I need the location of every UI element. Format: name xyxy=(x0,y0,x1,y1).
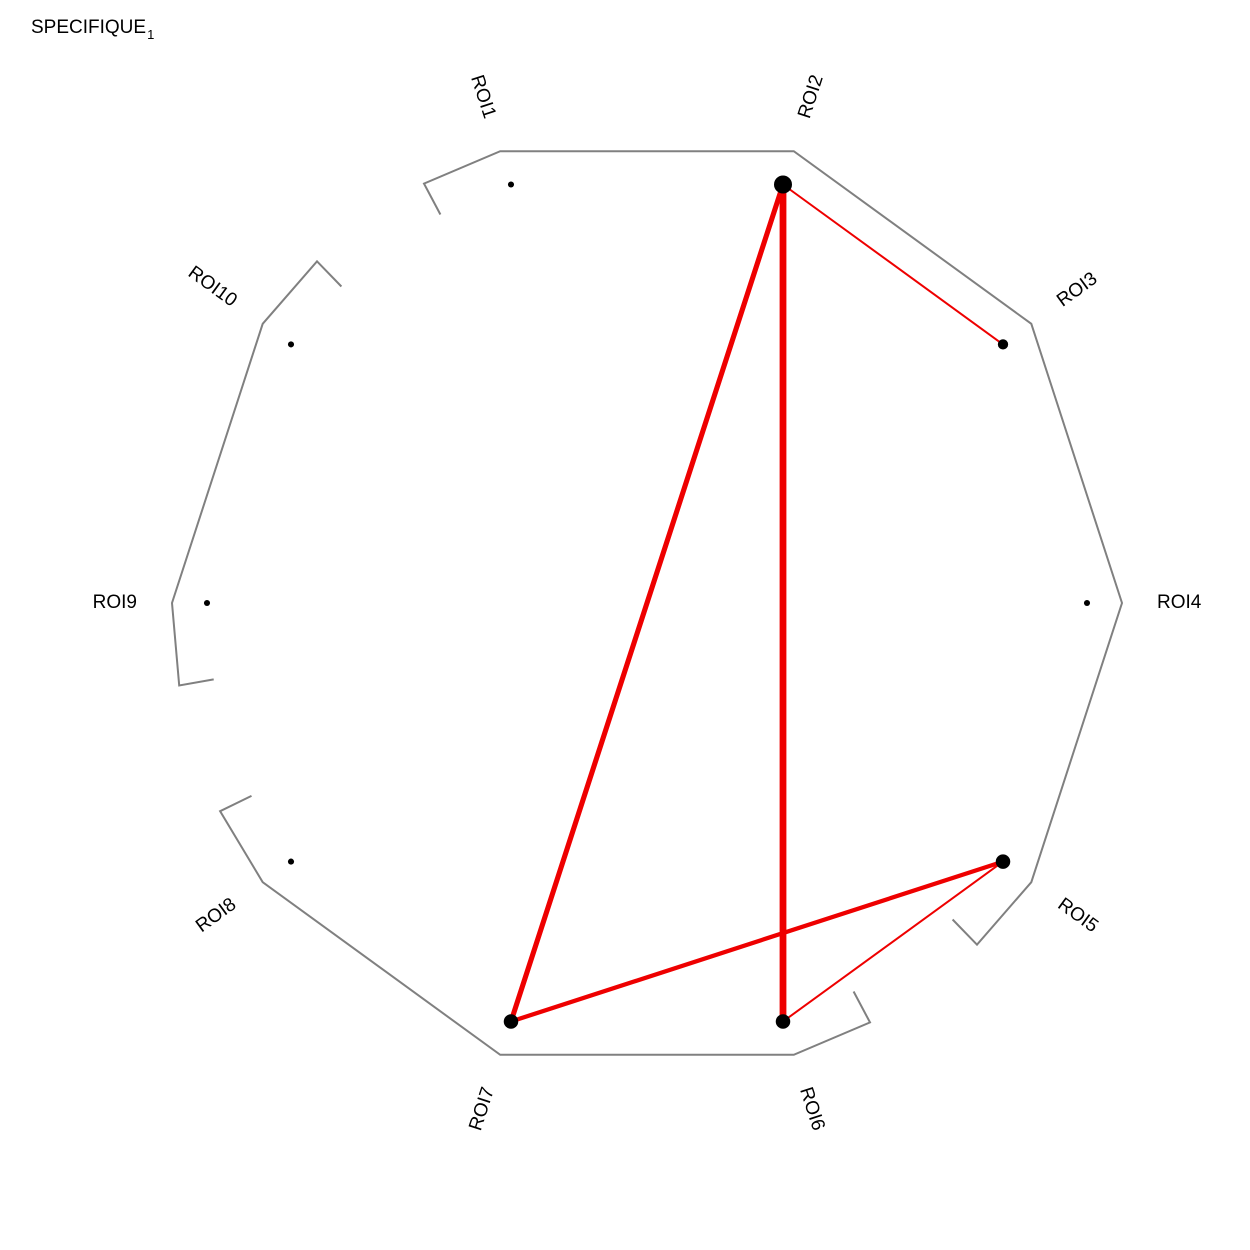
edge-roi7-roi5 xyxy=(508,859,1006,1024)
node-roi5 xyxy=(995,854,1011,869)
label-roi10: ROI10 xyxy=(184,262,241,311)
node-roi4 xyxy=(1083,599,1091,607)
label-roi8: ROI8 xyxy=(192,894,240,937)
node-roi7 xyxy=(503,1014,519,1029)
group-bracket-group-1 xyxy=(422,150,1124,947)
edge-roi2-roi3 xyxy=(782,183,1004,346)
node-roi8 xyxy=(287,858,295,865)
edge-roi6-roi5 xyxy=(782,860,1004,1023)
roi-nodes xyxy=(203,175,1091,1029)
node-roi1 xyxy=(507,181,515,188)
label-roi2: ROI2 xyxy=(794,72,828,121)
title-text: SPECIFIQUE xyxy=(31,17,147,38)
edge-roi2-roi7 xyxy=(508,181,786,1025)
label-roi1: ROI1 xyxy=(466,72,500,121)
label-roi6: ROI6 xyxy=(795,1085,829,1134)
node-roi9 xyxy=(203,599,211,607)
group-bracket-group-3 xyxy=(170,259,343,687)
label-roi4: ROI4 xyxy=(1157,592,1202,613)
node-roi6 xyxy=(775,1014,791,1029)
chart-title: SPECIFIQUE1 xyxy=(31,17,154,42)
title-subscript: 1 xyxy=(147,27,155,42)
label-roi5: ROI5 xyxy=(1054,894,1102,937)
node-roi2 xyxy=(774,175,792,194)
label-roi7: ROI7 xyxy=(465,1085,499,1134)
group-bracket-group-2 xyxy=(218,795,872,1056)
label-roi9: ROI9 xyxy=(93,592,137,613)
node-roi10 xyxy=(287,341,295,348)
label-roi3: ROI3 xyxy=(1053,268,1101,311)
group-brackets xyxy=(170,150,1124,1056)
node-roi3 xyxy=(997,339,1009,350)
connection-edges xyxy=(508,181,1006,1025)
